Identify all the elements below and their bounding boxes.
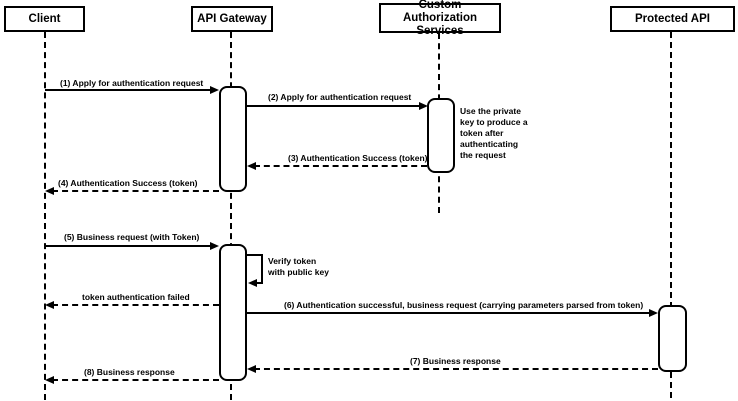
message-1-line [45, 89, 211, 91]
message-1-arrowhead-icon [210, 86, 219, 94]
lifeline-api-gateway [230, 32, 232, 400]
activation-api-gateway-business [219, 244, 247, 381]
message-8-line [52, 379, 219, 381]
message-6-line [247, 312, 650, 314]
self-message-label-line2: with public key [268, 267, 329, 277]
activation-custom-authorization-services [427, 98, 455, 173]
note-line: the request [460, 150, 506, 160]
note-line: token after [460, 128, 504, 138]
self-message-line-top [247, 254, 263, 256]
participant-protected-api-label: Protected API [635, 12, 710, 25]
participant-client: Client [4, 6, 85, 32]
message-token-failed-line [52, 304, 219, 306]
message-5-arrowhead-icon [210, 242, 219, 250]
message-token-failed-arrowhead-icon [45, 301, 54, 309]
message-2-arrowhead-icon [419, 102, 428, 110]
message-4-arrowhead-icon [45, 187, 54, 195]
message-7-arrowhead-icon [247, 365, 256, 373]
lifeline-client [44, 32, 46, 400]
message-7-label: (7) Business response [410, 356, 501, 366]
message-3-line [254, 165, 427, 167]
self-message-label-line1: Verify token [268, 256, 317, 266]
participant-custom-authorization-services-label: Custom Authorization Services [402, 0, 478, 37]
participant-api-gateway-label: API Gateway [197, 12, 267, 25]
message-8-label: (8) Business response [84, 367, 175, 377]
note-private-key: Use the private key to produce a token a… [460, 106, 555, 161]
message-3-label: (3) Authentication Success (token) [288, 153, 428, 163]
message-8-arrowhead-icon [45, 376, 54, 384]
message-6-label: (6) Authentication successful, business … [284, 300, 644, 310]
message-4-label: (4) Authentication Success (token) [58, 178, 198, 188]
note-line: Use the private [460, 106, 521, 116]
self-message-label: Verify token with public key [268, 256, 329, 278]
message-7-line [254, 368, 658, 370]
message-6-arrowhead-icon [649, 309, 658, 317]
self-message-line-right [261, 254, 263, 282]
message-1-label: (1) Apply for authentication request [60, 78, 204, 88]
message-4-line [52, 190, 219, 192]
participant-protected-api: Protected API [610, 6, 735, 32]
message-5-label: (5) Business request (with Token) [64, 232, 200, 242]
message-2-label: (2) Apply for authentication request [268, 92, 412, 102]
note-line: key to produce a [460, 117, 528, 127]
lifeline-protected-api [670, 32, 672, 398]
activation-api-gateway-auth [219, 86, 247, 192]
message-token-failed-label: token authentication failed [82, 292, 190, 302]
message-2-line [247, 105, 420, 107]
activation-protected-api [658, 305, 687, 372]
participant-api-gateway: API Gateway [191, 6, 273, 32]
note-line: authenticating [460, 139, 519, 149]
message-3-arrowhead-icon [247, 162, 256, 170]
self-message-arrowhead-icon [248, 279, 257, 287]
participant-custom-authorization-services: Custom Authorization Services [379, 0, 501, 37]
self-message-line-bottom [257, 282, 263, 284]
message-5-line [45, 245, 211, 247]
participant-client-label: Client [28, 12, 61, 25]
